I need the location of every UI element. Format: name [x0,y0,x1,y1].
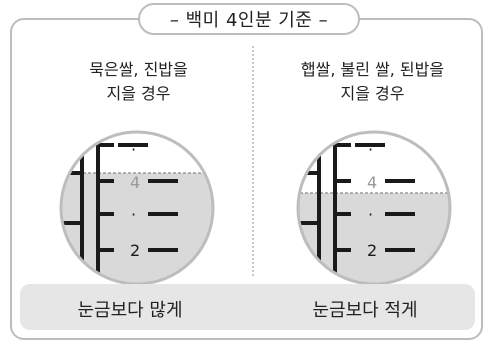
title-label: – 백미 4인분 기준 – [138,3,360,35]
right-water-gauge: · 4 · 2 [296,130,452,286]
left-mark-4: 4 [130,173,140,192]
left-result-label: 눈금보다 많게 [77,300,183,321]
right-caption: 햅쌀, 불린 쌀, 된밥을 지을 경우 [260,58,485,106]
right-dot-mark-upper: · [368,140,373,159]
right-caption-line1: 햅쌀, 불린 쌀, 된밥을 [300,60,445,79]
result-bar [20,284,475,330]
left-mark-2: 2 [130,241,140,260]
right-mark-4: 4 [367,173,377,192]
left-dot-mark-upper: · [131,140,136,159]
left-dot-mark-lower: · [131,205,136,224]
left-water-gauge: · 4 · 2 [59,130,215,286]
left-caption-line1: 묵은쌀, 진밥을 [89,60,188,79]
left-caption: 묵은쌀, 진밥을 지을 경우 [26,58,251,106]
right-mark-2: 2 [367,241,377,260]
right-dot-mark-lower: · [368,205,373,224]
column-divider [252,46,254,276]
right-caption-line2: 지을 경우 [340,84,405,103]
left-caption-line2: 지을 경우 [106,84,171,103]
right-result-label: 눈금보다 적게 [312,300,418,321]
